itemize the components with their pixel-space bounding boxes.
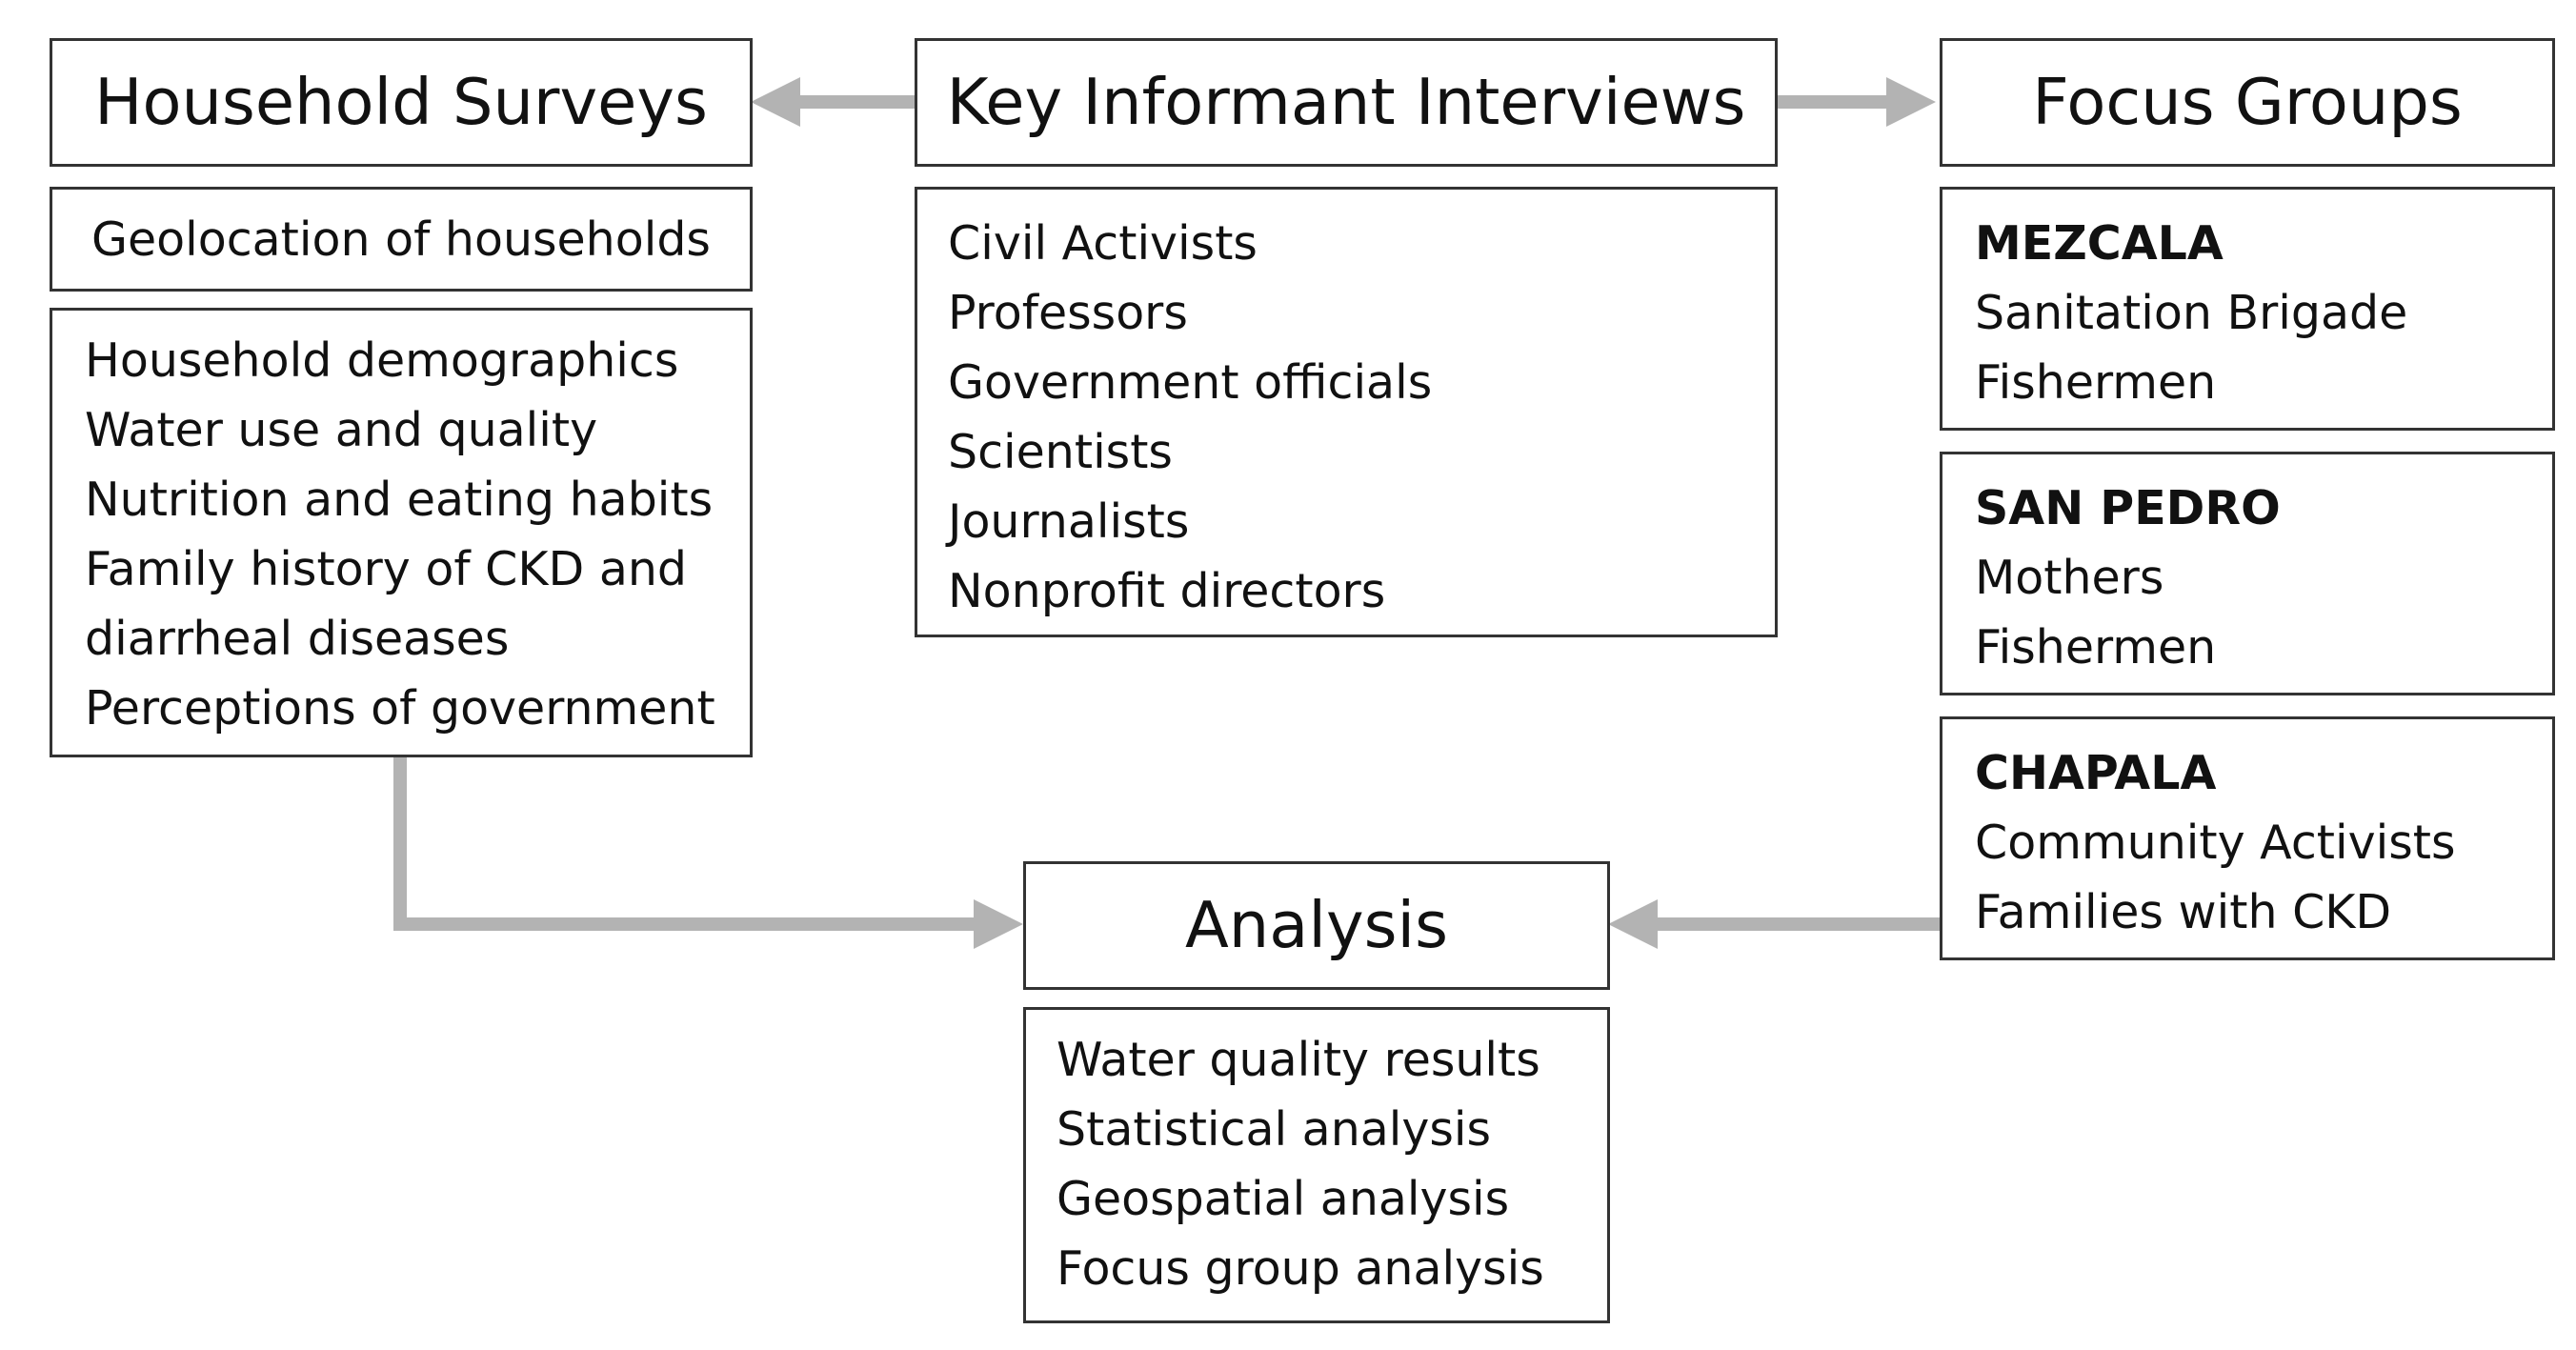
list-item: Water use and quality — [85, 403, 598, 457]
arrow-interviews-to-household — [751, 77, 915, 127]
analysis-title: Analysis — [1184, 888, 1449, 962]
list-item: Families with CKD — [1975, 885, 2392, 939]
list-item: Fishermen — [1975, 355, 2217, 410]
interviews-list: Civil Activists Professors Government of… — [948, 209, 1775, 626]
geolocation-box: Geolocation of households — [50, 187, 753, 292]
key-informant-interviews-title-box: Key Informant Interviews — [915, 38, 1778, 167]
focus-group-header: SAN PEDRO — [1975, 481, 2281, 535]
arrow-interviews-to-focus — [1778, 77, 1936, 127]
list-item: diarrheal diseases — [85, 612, 510, 666]
key-informant-interviews-title: Key Informant Interviews — [946, 65, 1746, 139]
list-item: Mothers — [1975, 551, 2164, 605]
focus-group-header: CHAPALA — [1975, 746, 2217, 800]
analysis-title-box: Analysis — [1023, 861, 1610, 990]
list-item: Community Activists — [1975, 816, 2456, 870]
household-topics-box: Household demographics Water use and qua… — [50, 308, 753, 757]
list-item: Scientists — [948, 425, 1173, 479]
list-item: Household demographics — [85, 333, 679, 388]
list-item: Government officials — [948, 355, 1433, 410]
interviews-box: Civil Activists Professors Government of… — [915, 187, 1778, 637]
list-item: Sanitation Brigade — [1975, 286, 2408, 340]
list-item: Statistical analysis — [1057, 1102, 1492, 1157]
household-surveys-title-box: Household Surveys — [50, 38, 753, 167]
list-item: Nutrition and eating habits — [85, 473, 714, 527]
focus-groups-title-box: Focus Groups — [1940, 38, 2555, 167]
analysis-list: Water quality results Statistical analys… — [1057, 1025, 1607, 1303]
list-item: Journalists — [948, 494, 1190, 549]
focus-group-header: MEZCALA — [1975, 216, 2224, 271]
list-item: Civil Activists — [948, 216, 1258, 271]
geolocation-label: Geolocation of households — [91, 212, 711, 267]
arrow-focus-to-analysis — [1608, 899, 1940, 949]
list-item: Professors — [948, 286, 1188, 340]
list-item: Fishermen — [1975, 620, 2217, 675]
focus-group-mezcala-box: MEZCALA Sanitation Brigade Fishermen — [1940, 187, 2555, 431]
list-item: Family history of CKD and — [85, 542, 687, 596]
list-item: Perceptions of government — [85, 681, 715, 735]
analysis-box: Water quality results Statistical analys… — [1023, 1007, 1610, 1323]
arrow-household-to-analysis — [393, 757, 1023, 949]
focus-group-chapala-box: CHAPALA Community Activists Families wit… — [1940, 716, 2555, 960]
list-item: Water quality results — [1057, 1033, 1540, 1087]
list-item: Geospatial analysis — [1057, 1172, 1510, 1226]
household-surveys-title: Household Surveys — [94, 65, 708, 139]
household-topics-list: Household demographics Water use and qua… — [85, 326, 750, 743]
list-item: Focus group analysis — [1057, 1241, 1544, 1296]
focus-groups-title: Focus Groups — [2032, 65, 2463, 139]
focus-group-san-pedro-box: SAN PEDRO Mothers Fishermen — [1940, 452, 2555, 695]
list-item: Nonprofit directors — [948, 564, 1386, 618]
